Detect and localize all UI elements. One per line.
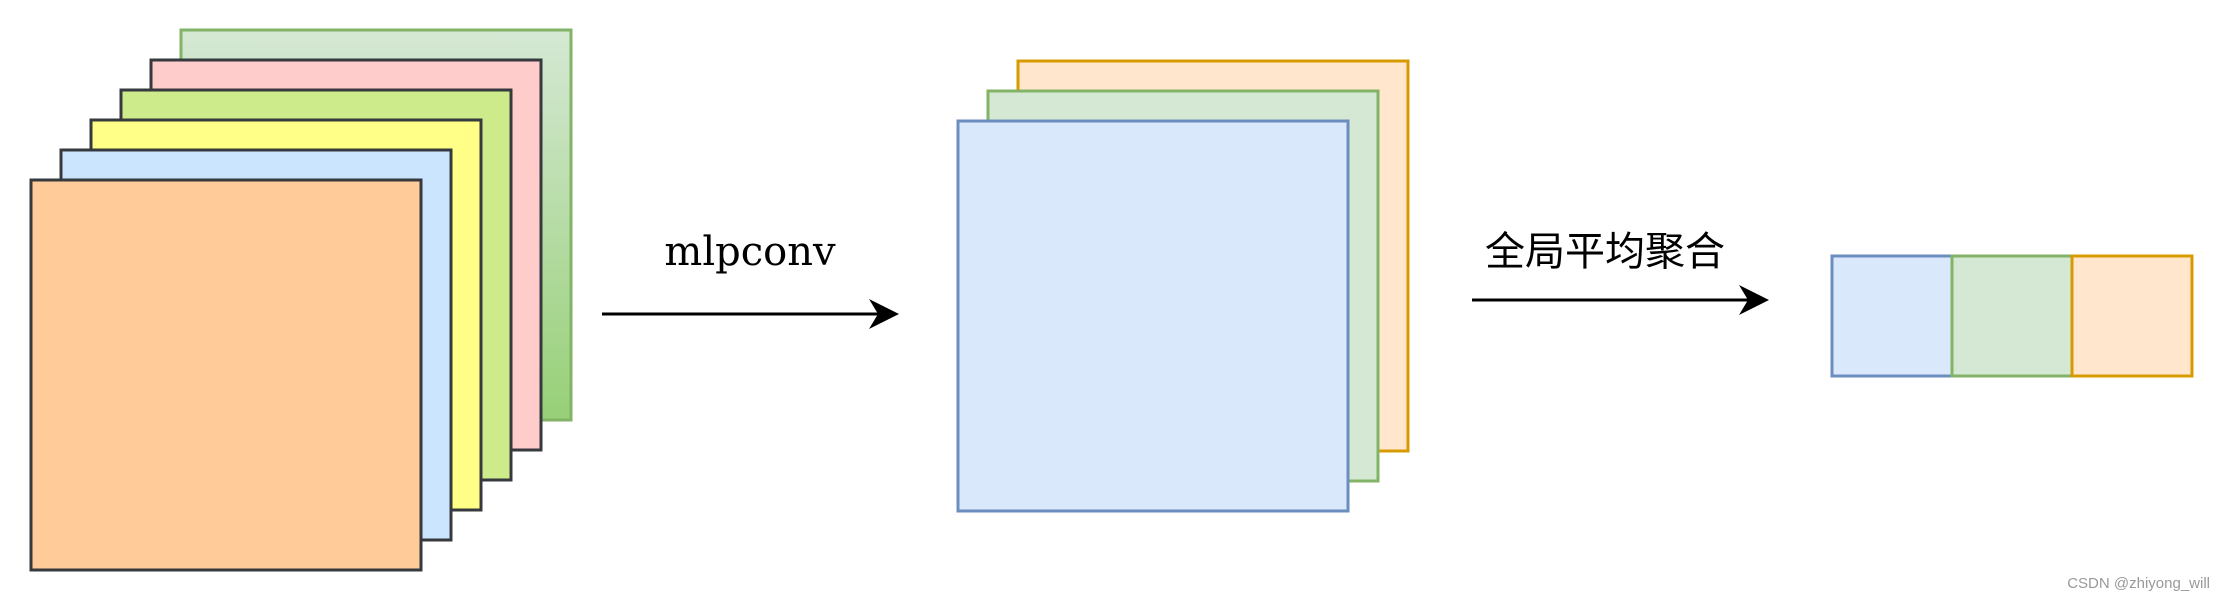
gap-arrow-group: 全局平均聚合 — [1472, 229, 1769, 315]
input-feature-stack — [29, 28, 573, 572]
pooled-cell-blue — [1830, 254, 1954, 378]
pooled-vector — [1830, 254, 2194, 378]
gap-label: 全局平均聚合 — [1485, 229, 1725, 275]
pooled-cell-orange — [2070, 254, 2194, 378]
output-layer-1-blue — [956, 119, 1350, 513]
output-feature-stack — [956, 59, 1410, 513]
mlpconv-label: mlpconv — [664, 229, 836, 275]
watermark-text: CSDN @zhiyong_will — [2067, 575, 2210, 592]
input-layer-1-orange — [29, 178, 423, 572]
pooled-cell-green — [1950, 254, 2074, 378]
mlpconv-arrow-group: mlpconv — [602, 229, 899, 329]
